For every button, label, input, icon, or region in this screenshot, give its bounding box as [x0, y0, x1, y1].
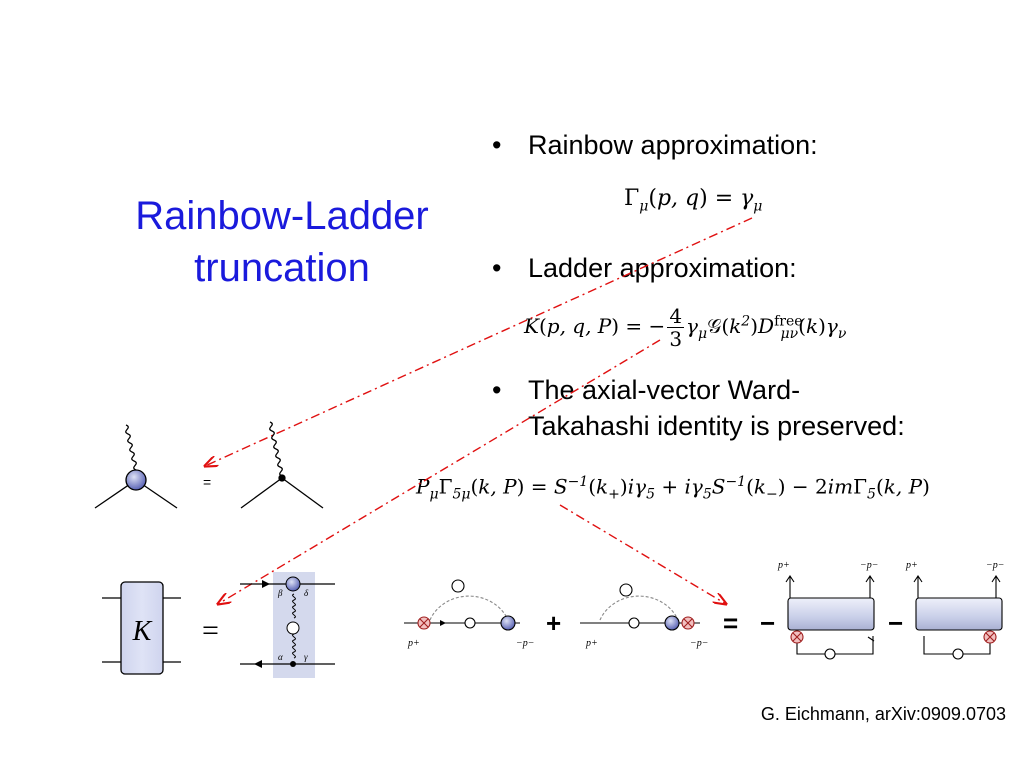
- arrow-wti: [559, 504, 726, 604]
- greek-beta: β: [277, 588, 283, 598]
- momentum-p-plus-2: p+: [585, 638, 598, 649]
- bullet-text: The axial-vector Ward-Takahashi identity…: [528, 375, 905, 441]
- dressed-vertex-diagram: [94, 424, 178, 509]
- bullet-marker: •: [492, 130, 502, 160]
- arrow-rainbow: [205, 217, 753, 466]
- title-line-2: truncation: [194, 246, 370, 290]
- wti-equation: PμΓ5μ(k, P) = S−1(k+)iγ5 + iγ5S−1(k−) − …: [416, 474, 930, 503]
- gluon-exchange-diagram: β δ α γ: [240, 572, 335, 678]
- wti-minus-1: −: [760, 608, 775, 638]
- vertex-blob: [125, 469, 147, 491]
- kernel-box-diagram: K: [102, 581, 181, 675]
- momentum-p-minus-4: −p−: [986, 560, 1005, 571]
- arrow-ladder: [218, 339, 661, 604]
- momentum-p-plus-3: p+: [777, 560, 790, 571]
- bullet-marker: •: [492, 375, 502, 405]
- bullet-marker: •: [492, 253, 502, 283]
- rainbow-equation: Γμ(p, q) = γμ: [624, 186, 763, 215]
- wti-diagram: p+ −p− + p+ −p− = − p+ −p−: [404, 560, 1005, 660]
- annotation-arrows: [205, 217, 753, 604]
- momentum-p-plus-4: p+: [905, 560, 918, 571]
- slide-title: Rainbow-Ladder truncation: [92, 190, 472, 294]
- vertex-equals: =: [203, 474, 211, 490]
- momentum-p-minus-3: −p−: [860, 560, 879, 571]
- title-line-1: Rainbow-Ladder: [135, 194, 429, 238]
- wti-equals: =: [723, 608, 738, 638]
- momentum-p-plus-1: p+: [407, 638, 420, 649]
- kernel-equals: =: [202, 614, 219, 647]
- citation: G. Eichmann, arXiv:0909.0703: [760, 704, 1006, 724]
- wti-plus: +: [546, 608, 561, 638]
- greek-gamma: γ: [304, 652, 308, 662]
- momentum-p-minus-2: −p−: [690, 638, 709, 649]
- bullet-text: Rainbow approximation:: [528, 130, 818, 160]
- bare-vertex-diagram: [240, 421, 324, 509]
- kernel-label: K: [132, 616, 153, 647]
- greek-delta: δ: [304, 588, 309, 598]
- momentum-p-minus-1: −p−: [516, 638, 535, 649]
- wti-minus-2: −: [888, 608, 903, 638]
- greek-alpha: α: [278, 652, 283, 662]
